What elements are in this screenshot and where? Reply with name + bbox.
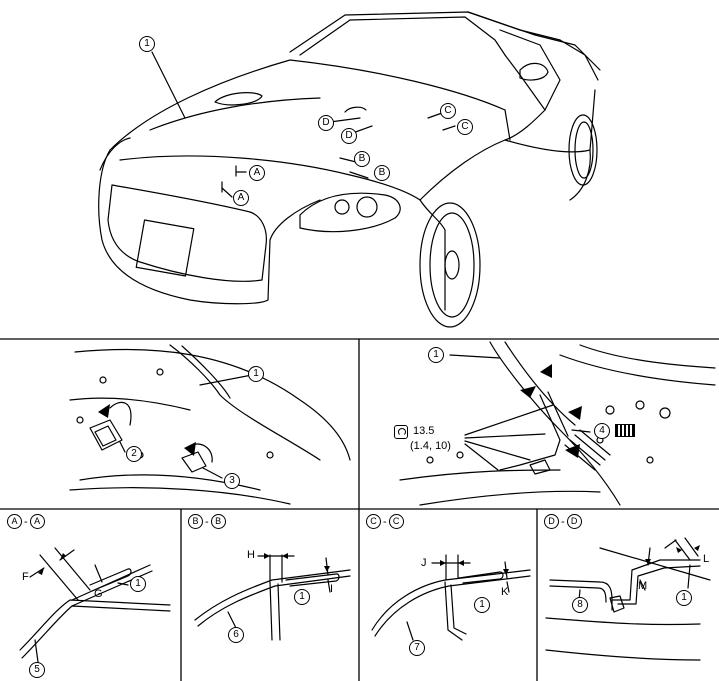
section-a-separator: - bbox=[24, 515, 28, 528]
section-d-separator: - bbox=[561, 515, 565, 528]
section-d-callout-1: 1 bbox=[676, 590, 692, 606]
main-callout-c2: C bbox=[457, 119, 473, 135]
dim-h: H bbox=[247, 549, 255, 561]
section-c-separator: - bbox=[383, 515, 387, 528]
dim-k: K bbox=[501, 586, 509, 598]
cut-marker-a bbox=[221, 165, 247, 198]
dim-l: L bbox=[703, 553, 710, 565]
section-a-shape bbox=[19, 547, 171, 663]
dim-m: M bbox=[638, 580, 648, 592]
section-b-end: B bbox=[210, 514, 226, 529]
section-c-start: C bbox=[366, 514, 381, 529]
dimension-arrows bbox=[38, 545, 700, 575]
bolt-illustration bbox=[399, 341, 716, 506]
section-a-end: A bbox=[29, 514, 45, 529]
section-d-title: D - D bbox=[544, 514, 582, 529]
cut-marker-b bbox=[339, 157, 369, 179]
section-a-callout-5: 5 bbox=[29, 662, 45, 678]
hinge-callout-3: 3 bbox=[224, 473, 240, 489]
section-a-start: A bbox=[7, 514, 22, 529]
dim-g: G bbox=[94, 588, 103, 600]
hinge-callout-1: 1 bbox=[248, 366, 264, 382]
section-b-start: B bbox=[188, 514, 203, 529]
panel-borders bbox=[0, 338, 719, 681]
bolt-arrows bbox=[520, 364, 582, 458]
section-c-end: C bbox=[388, 514, 404, 529]
main-callout-b1: B bbox=[354, 151, 370, 167]
section-d-callout-8: 8 bbox=[572, 597, 588, 613]
car-illustration bbox=[98, 11, 601, 328]
cut-marker-c bbox=[427, 112, 456, 131]
section-a-callout-1: 1 bbox=[130, 576, 146, 592]
main-callout-a1: A bbox=[249, 165, 265, 181]
torque-value: 13.5 bbox=[413, 425, 435, 437]
hinge-arrow-3 bbox=[184, 442, 196, 456]
bolt-callout-1: 1 bbox=[428, 347, 444, 363]
section-c-callout-7: 7 bbox=[409, 640, 425, 656]
section-d-end: D bbox=[566, 514, 582, 529]
section-b-title: B - B bbox=[188, 514, 226, 529]
hinge-callout-2: 2 bbox=[126, 446, 142, 462]
section-d-start: D bbox=[544, 514, 559, 529]
hinge-arrow-2 bbox=[98, 404, 110, 418]
dim-i: I bbox=[330, 583, 334, 595]
dim-f: F bbox=[22, 571, 29, 583]
bolt-callout-4: 4 bbox=[594, 423, 610, 439]
dim-j: J bbox=[421, 557, 427, 569]
section-b-callout-1: 1 bbox=[294, 589, 310, 605]
torque-wrench-icon bbox=[394, 425, 408, 439]
main-callout-c1: C bbox=[440, 103, 456, 119]
main-callout-d1: D bbox=[318, 115, 334, 131]
section-c-callout-1: 1 bbox=[474, 597, 490, 613]
hinge-illustration bbox=[69, 344, 351, 505]
main-callout-a2: A bbox=[233, 190, 249, 206]
section-c-title: C - C bbox=[366, 514, 404, 529]
main-callout-1: 1 bbox=[139, 36, 155, 52]
main-callout-d2: D bbox=[341, 128, 357, 144]
sealant-icon bbox=[615, 424, 635, 437]
section-b-callout-6: 6 bbox=[228, 627, 244, 643]
section-b-separator: - bbox=[205, 515, 209, 528]
section-a-title: A - A bbox=[7, 514, 45, 529]
main-callout-b2: B bbox=[374, 165, 390, 181]
torque-units: (1.4, 10) bbox=[410, 440, 451, 452]
section-d-shape bbox=[545, 537, 711, 661]
section-c-shape bbox=[371, 554, 531, 641]
